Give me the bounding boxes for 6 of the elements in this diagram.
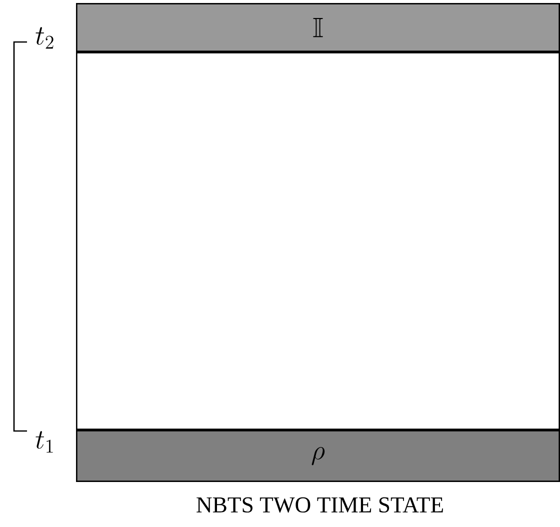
top-band: $\mathbb{I}$ (76, 3, 560, 52)
time-label: $t_{1}$ (36, 431, 53, 453)
bottom-band: $\rho$ (76, 430, 560, 482)
caption: NBTS TWO TIME STATE (196, 497, 443, 513)
time-label: $t_{2}$ (36, 27, 54, 49)
region-box (76, 52, 560, 430)
